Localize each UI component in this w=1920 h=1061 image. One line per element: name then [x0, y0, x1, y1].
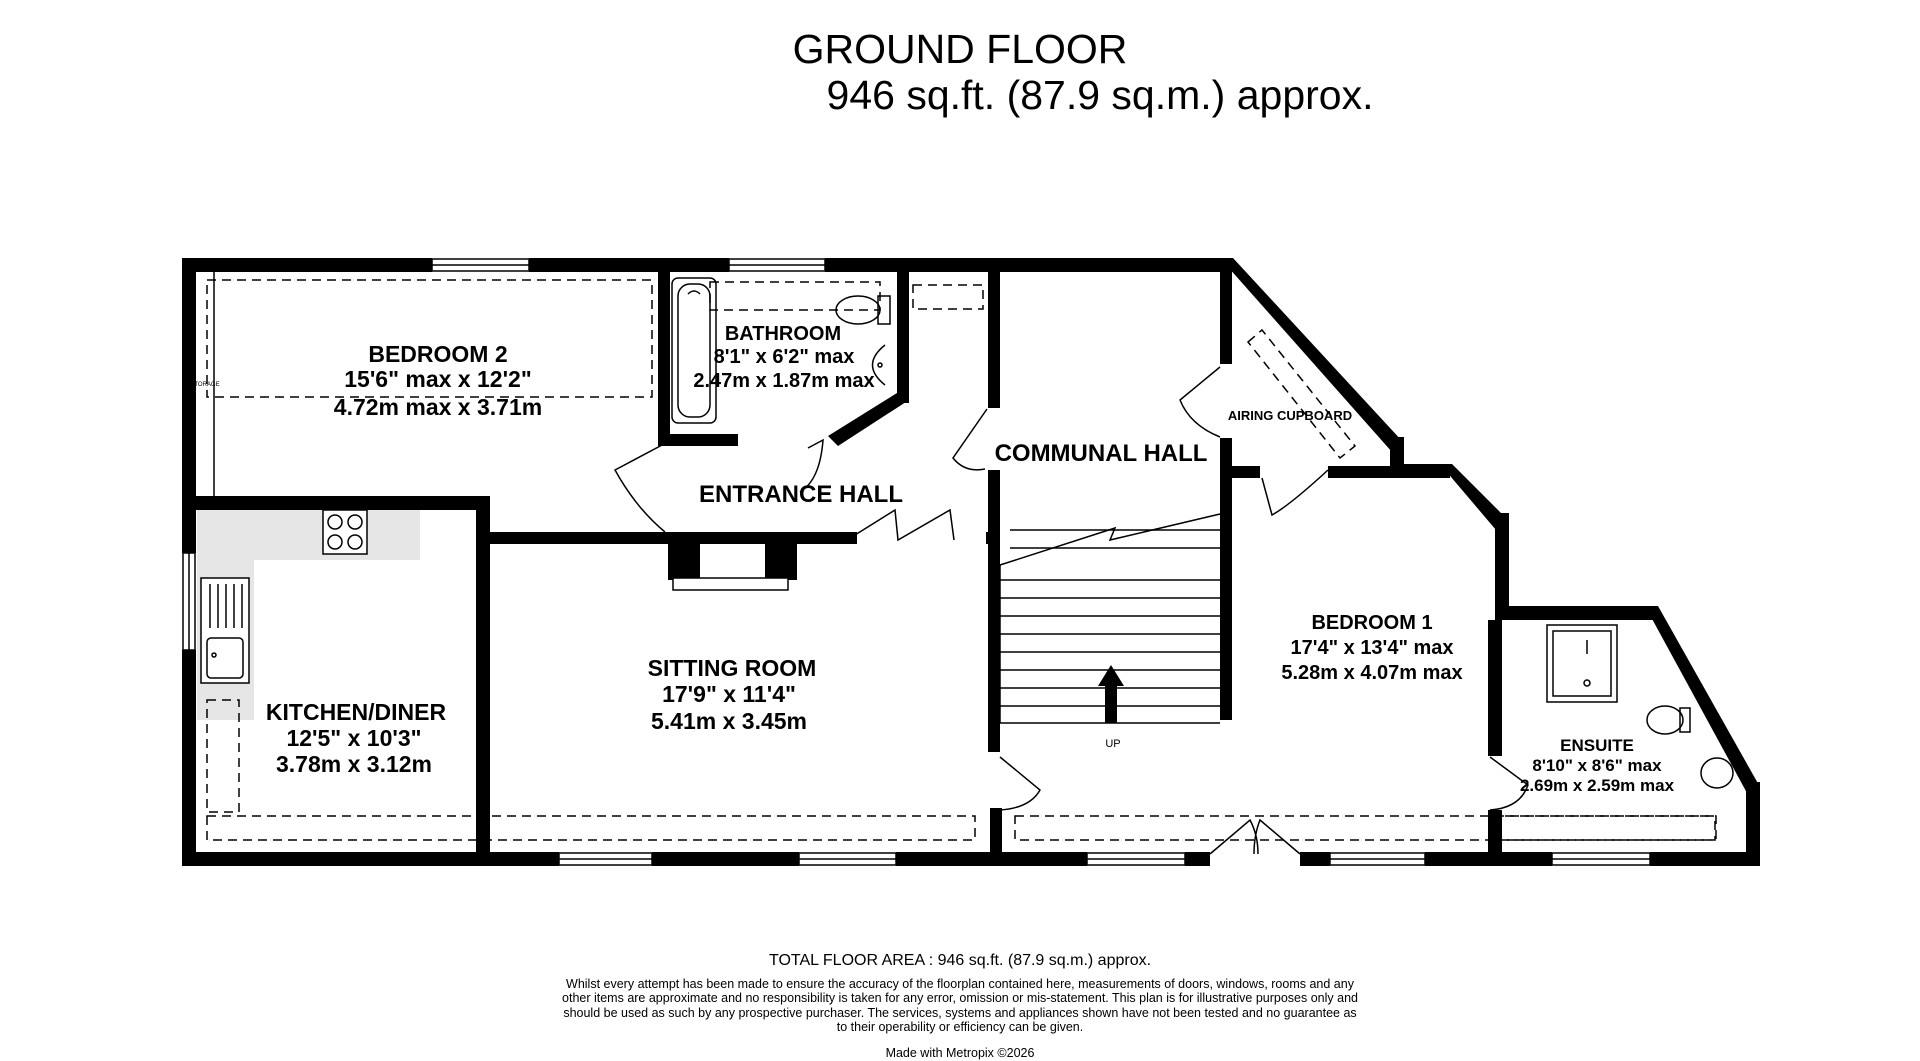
- room-size-metric-sitting-room: 5.41m x 3.45m: [651, 708, 807, 734]
- floor-title: GROUND FLOOR: [792, 26, 1128, 72]
- stairs-arrow-icon: [1098, 665, 1124, 723]
- room-name-airing-cupboard: AIRING CUPBOARD: [1228, 408, 1352, 423]
- room-name-entrance-hall: ENTRANCE HALL: [699, 481, 903, 508]
- room-name-sitting-room: SITTING ROOM: [648, 655, 817, 681]
- bath-icon: [671, 277, 717, 424]
- room-name-communal-hall: COMMUNAL HALL: [995, 440, 1208, 467]
- disclaimer: Whilst every attempt has been made to en…: [562, 977, 1358, 1035]
- ensuite-basin-icon: [1700, 757, 1734, 789]
- room-size-imperial-kitchen-diner: 12'5" x 10'3": [286, 725, 421, 751]
- shower-icon: [1546, 624, 1618, 703]
- room-size-imperial-bedroom-2: 15'6" max x 12'2": [344, 366, 532, 392]
- room-name-bedroom-1: BEDROOM 1: [1311, 612, 1432, 634]
- room-size-metric-bedroom-1: 5.28m x 4.07m max: [1281, 662, 1462, 684]
- made-with-credit: Made with Metropix ©2026: [885, 1046, 1035, 1060]
- kitchen-sink-icon: [200, 577, 250, 684]
- room-size-imperial-bedroom-1: 17'4" x 13'4" max: [1290, 637, 1453, 659]
- room-size-metric-ensuite: 2.69m x 2.59m max: [1520, 776, 1675, 795]
- fireplace: [672, 577, 789, 591]
- room-name-bedroom-2: BEDROOM 2: [368, 341, 507, 367]
- room-name-kitchen-diner: KITCHEN/DINER: [266, 699, 447, 725]
- storage-label: STORAGE: [190, 382, 219, 388]
- stairs-label: UP: [1105, 738, 1120, 750]
- total-floor-area: TOTAL FLOOR AREA : 946 sq.ft. (87.9 sq.m…: [768, 952, 1152, 969]
- basin-icon: [871, 344, 886, 386]
- hob-icon: [322, 509, 368, 555]
- wc-icon: [835, 295, 891, 325]
- doors: [613, 366, 1529, 855]
- internal-walls: [196, 268, 1502, 860]
- room-name-bathroom: BATHROOM: [725, 323, 841, 345]
- floor-area: 946 sq.ft. (87.9 sq.m.) approx.: [826, 72, 1374, 118]
- room-size-metric-bathroom: 2.47m x 1.87m max: [693, 370, 874, 392]
- staircase: [999, 513, 1221, 724]
- room-size-imperial-bathroom: 8'1" x 6'2" max: [714, 346, 855, 368]
- ensuite-wc-icon: [1646, 705, 1691, 735]
- room-size-metric-kitchen-diner: 3.78m x 3.12m: [276, 751, 432, 777]
- windows: [182, 258, 1651, 866]
- room-size-metric-bedroom-2: 4.72m max x 3.71m: [334, 394, 542, 420]
- room-size-imperial-sitting-room: 17'9" x 11'4": [662, 681, 796, 707]
- room-name-ensuite: ENSUITE: [1560, 736, 1634, 755]
- room-size-imperial-ensuite: 8'10" x 8'6" max: [1532, 756, 1662, 775]
